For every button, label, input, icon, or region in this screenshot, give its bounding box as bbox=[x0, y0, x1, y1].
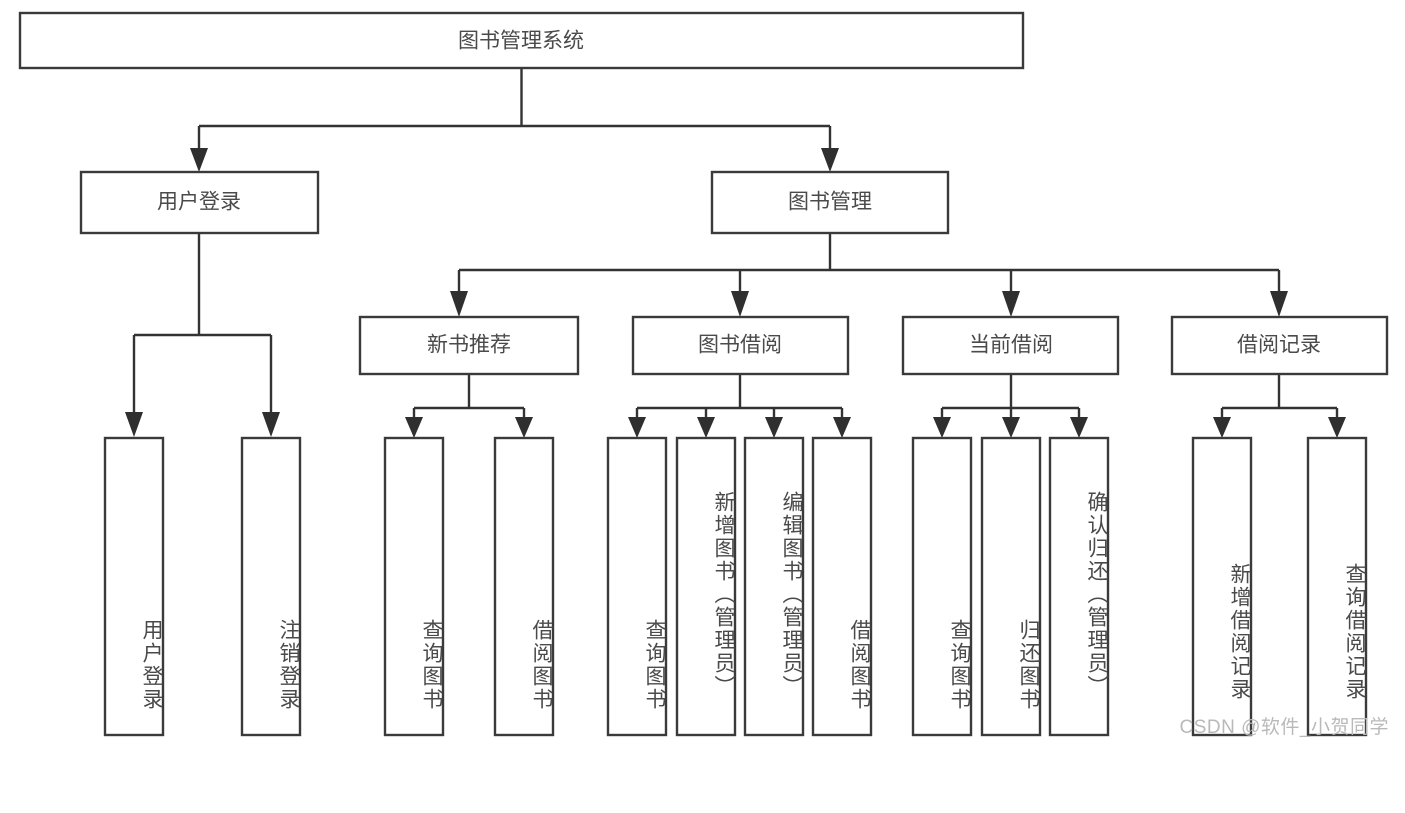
arrow-icon-leaf-new-book-0 bbox=[405, 417, 423, 438]
leaf-box-borrow-record-1[interactable] bbox=[1306, 436, 1368, 737]
leaf-box-user-login-0[interactable] bbox=[103, 436, 165, 737]
leaf-box-new-book-1[interactable] bbox=[493, 436, 555, 737]
arrow-icon-new-book bbox=[450, 291, 468, 317]
node-borrow-record-label: 借阅记录 bbox=[1237, 334, 1321, 357]
arrow-icon-leaf-new-book-1 bbox=[515, 417, 533, 438]
arrow-icon-leaf-borrow-record-0 bbox=[1213, 417, 1231, 438]
node-book-management[interactable] bbox=[710, 170, 950, 235]
arrow-icon-leaf-user-login-0 bbox=[125, 412, 143, 437]
arrow-heads bbox=[125, 148, 1346, 438]
leaf-box-borrow-record-0[interactable] bbox=[1191, 436, 1253, 737]
node-user-login[interactable] bbox=[79, 170, 320, 235]
arrow-icon-user-login bbox=[190, 148, 208, 172]
arrow-icon-current-borrow bbox=[1002, 291, 1020, 317]
arrow-icon-leaf-current-borrow-0 bbox=[933, 417, 951, 438]
node-user-login-label: 用户登录 bbox=[157, 191, 241, 214]
arrow-icon-leaf-book-borrow-2 bbox=[765, 417, 783, 438]
arrow-icon-leaf-book-borrow-3 bbox=[833, 417, 851, 438]
node-book-management-label: 图书管理 bbox=[788, 191, 872, 214]
node-borrow-record[interactable] bbox=[1170, 315, 1389, 376]
node-book-borrow[interactable] bbox=[631, 315, 850, 376]
arrow-icon-leaf-borrow-record-1 bbox=[1328, 417, 1346, 438]
nodes: 图书管理系统 用户登录 图书管理 新书推荐 图书借阅 当前借阅 借阅记录 bbox=[18, 11, 1389, 737]
arrow-icon-leaf-book-borrow-1 bbox=[697, 417, 715, 438]
leaf-box-new-book-0[interactable] bbox=[383, 436, 445, 737]
arrow-icon-leaf-current-borrow-1 bbox=[1002, 417, 1020, 438]
leaf-box-current-borrow-1[interactable] bbox=[980, 436, 1042, 737]
leaf-box-book-borrow-3[interactable] bbox=[811, 436, 873, 737]
leaf-box-book-borrow-0[interactable] bbox=[606, 436, 668, 737]
arrow-icon-borrow-record bbox=[1270, 291, 1288, 317]
arrow-icon-leaf-current-borrow-2 bbox=[1070, 417, 1088, 438]
node-root-label: 图书管理系统 bbox=[458, 30, 584, 53]
arrow-icon-leaf-book-borrow-0 bbox=[628, 417, 646, 438]
connectors bbox=[132, 68, 1339, 417]
node-book-borrow-label: 图书借阅 bbox=[698, 334, 782, 357]
node-current-borrow[interactable] bbox=[901, 315, 1120, 376]
watermark: CSDN @软件_小贺同学 bbox=[1179, 717, 1389, 738]
arrow-icon-book-borrow bbox=[731, 291, 749, 317]
node-root[interactable] bbox=[18, 11, 1025, 70]
leaf-box-user-login-1[interactable] bbox=[240, 436, 302, 737]
leaf-box-current-borrow-2[interactable] bbox=[1048, 436, 1110, 737]
arrow-icon-leaf-user-login-1 bbox=[262, 412, 280, 437]
node-current-borrow-label: 当前借阅 bbox=[969, 334, 1053, 357]
node-new-book-recommend[interactable] bbox=[358, 315, 580, 376]
leaf-box-book-borrow-1[interactable] bbox=[675, 436, 737, 737]
functional-structure-diagram: 图书管理系统 用户登录 图书管理 新书推荐 图书借阅 当前借阅 借阅记录 bbox=[18, 11, 1389, 738]
tree-canvas: 图书管理系统 用户登录 图书管理 新书推荐 图书借阅 当前借阅 借阅记录 bbox=[18, 11, 1389, 737]
arrow-icon-book-mgmt bbox=[821, 148, 839, 172]
leaf-box-book-borrow-2[interactable] bbox=[743, 436, 805, 737]
node-new-book-recommend-label: 新书推荐 bbox=[427, 334, 511, 357]
leaf-box-current-borrow-0[interactable] bbox=[911, 436, 973, 737]
